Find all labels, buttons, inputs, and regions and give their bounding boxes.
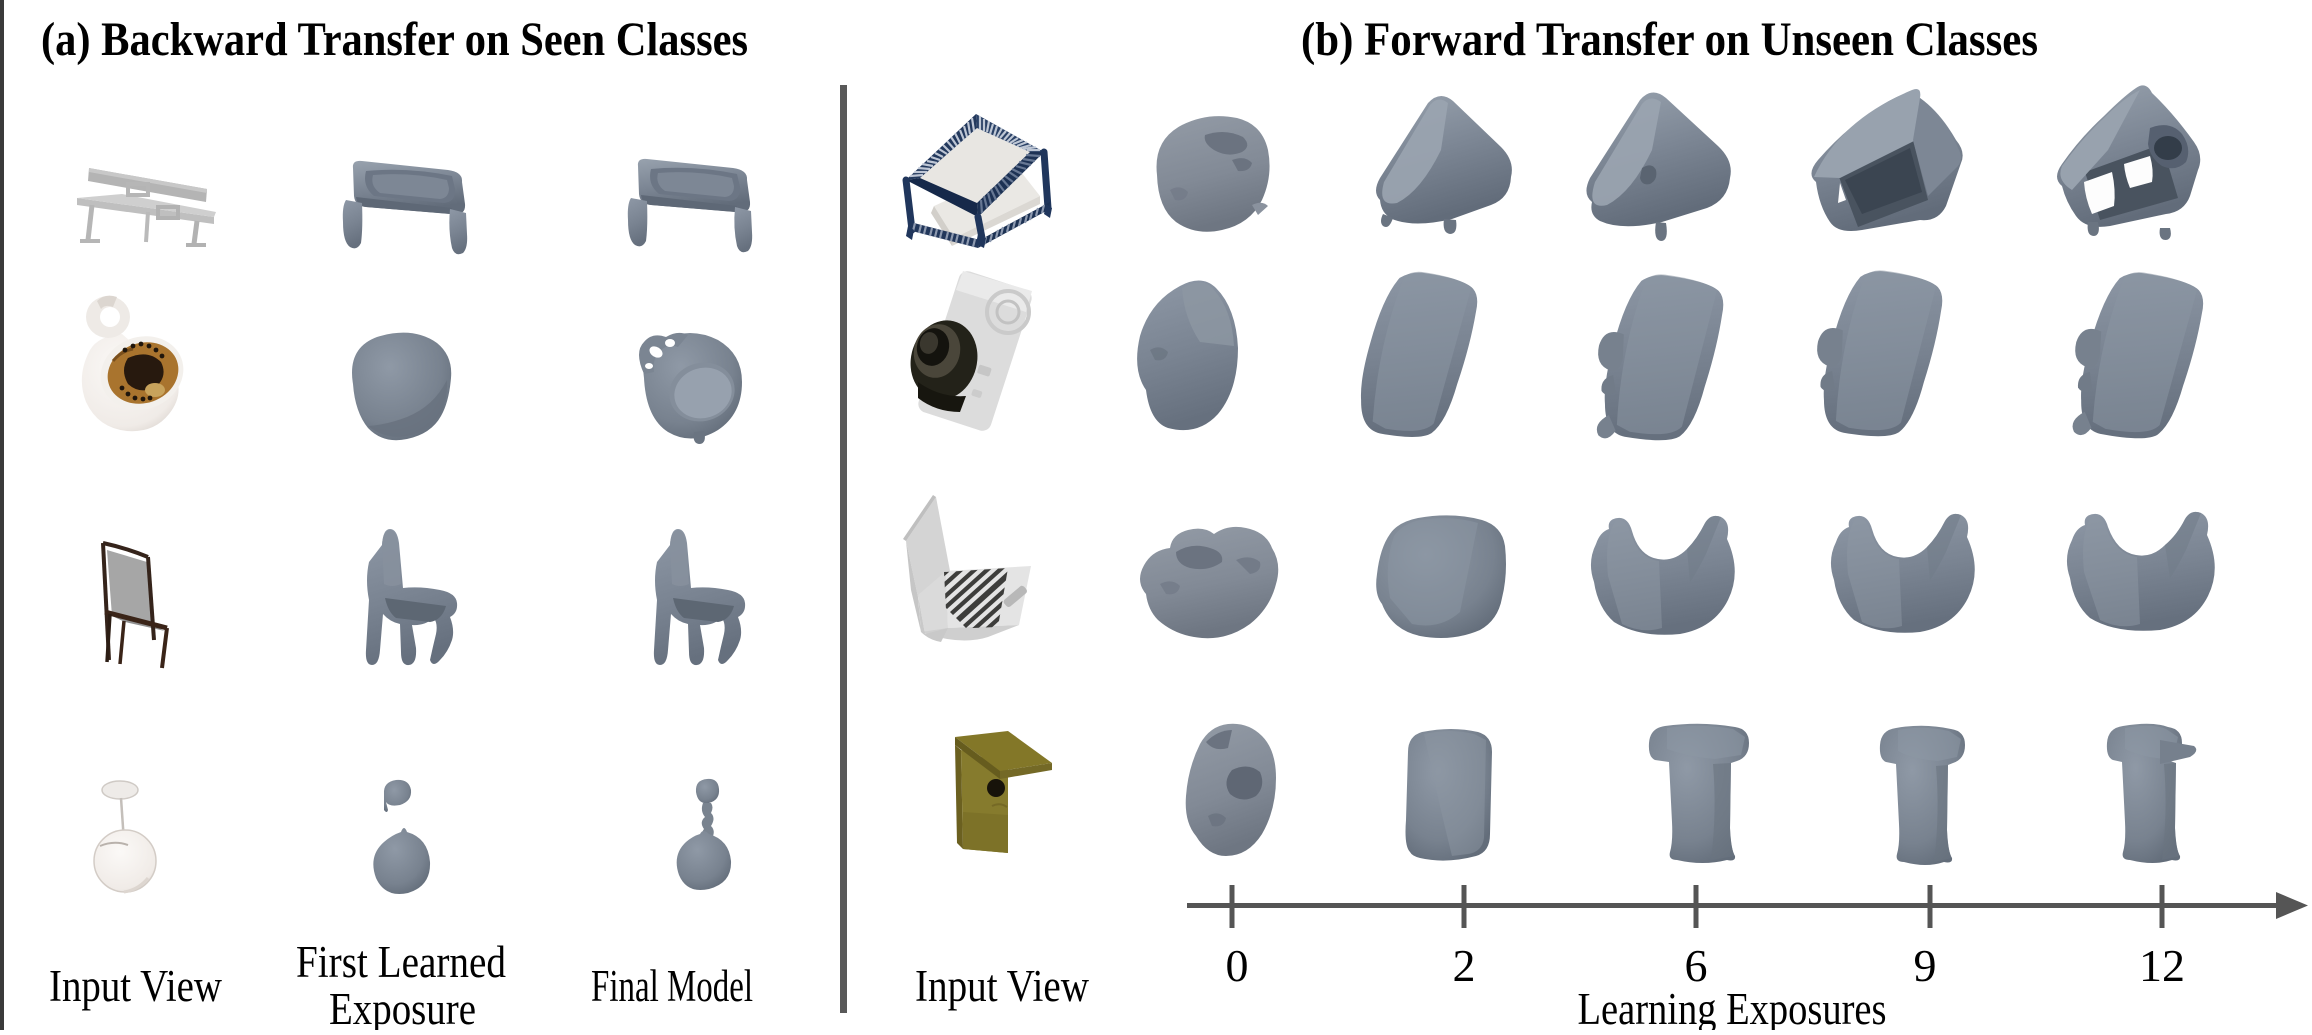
svg-text:9: 9	[1914, 940, 1937, 991]
svg-text:Final Model: Final Model	[591, 961, 753, 1011]
svg-text:(b) Forward Transfer on Unseen: (b) Forward Transfer on Unseen Classes	[1301, 13, 2038, 66]
svg-text:Exposure: Exposure	[329, 984, 476, 1030]
svg-text:2: 2	[1453, 940, 1476, 991]
svg-text:First Learned: First Learned	[296, 937, 506, 987]
svg-text:Input View: Input View	[915, 961, 1089, 1011]
svg-text:(a) Backward Transfer on Seen: (a) Backward Transfer on Seen Classes	[41, 13, 748, 66]
svg-text:Learning Exposures: Learning Exposures	[1578, 984, 1887, 1030]
svg-text:6: 6	[1685, 940, 1708, 991]
svg-text:Input View: Input View	[49, 961, 222, 1011]
svg-text:0: 0	[1226, 940, 1249, 991]
svg-text:12: 12	[2139, 940, 2185, 991]
